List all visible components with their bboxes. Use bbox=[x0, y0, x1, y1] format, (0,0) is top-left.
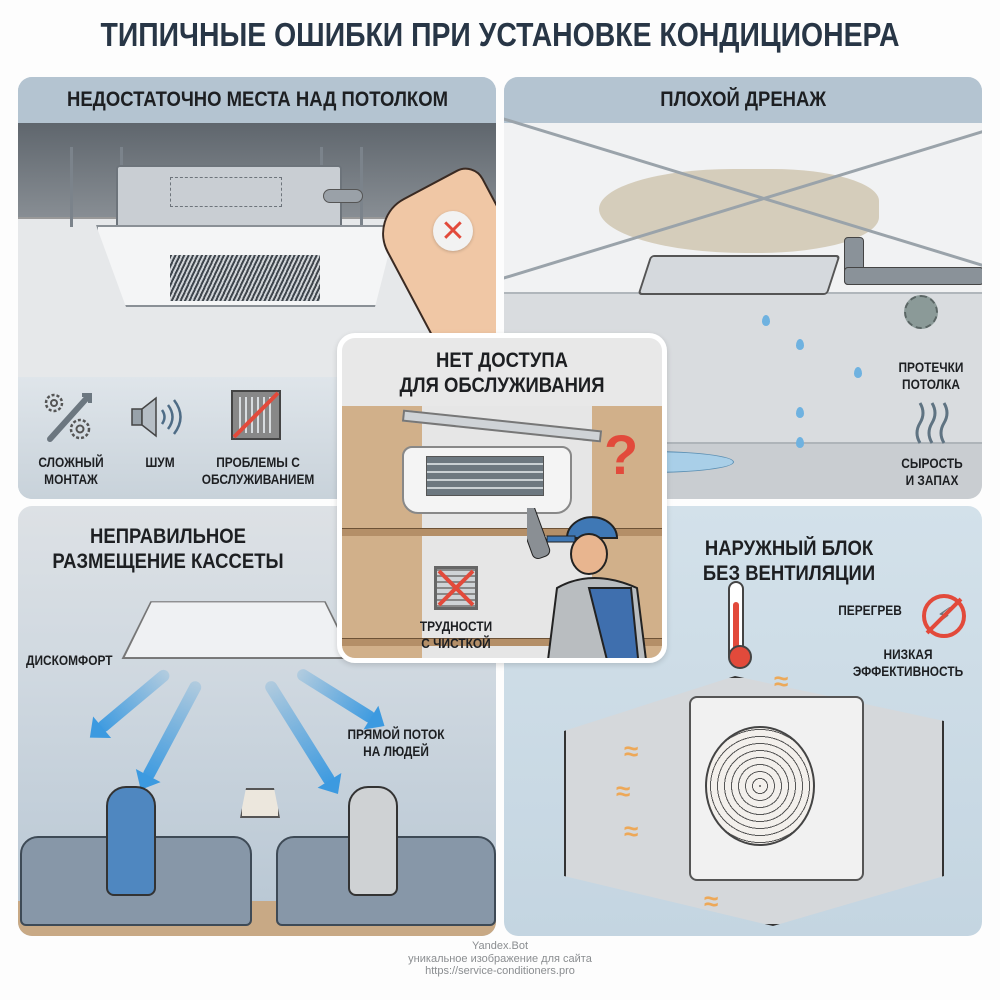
gears-wrench-icon bbox=[44, 393, 92, 442]
heat-wave-icon: ≈ bbox=[616, 776, 631, 806]
ceiling-cassette bbox=[121, 601, 355, 659]
question-mark-icon: ? bbox=[604, 423, 639, 486]
fan-grille bbox=[705, 726, 815, 846]
drain-pipe bbox=[844, 267, 982, 285]
label-discomfort: ДИСКОМФОРТ bbox=[26, 652, 113, 668]
panel-heading: НЕДОСТАТОЧНО МЕСТА НАД ПОТОЛКОМ bbox=[66, 88, 448, 111]
hanger-rod bbox=[360, 147, 363, 227]
panel-header: НЕДОСТАТОЧНО МЕСТА НАД ПОТОЛКОМ bbox=[18, 77, 496, 123]
floor-lamp bbox=[240, 788, 280, 818]
watermark-line: уникальное изображение для сайта bbox=[408, 952, 592, 965]
panel-header: ПЛОХОЙ ДРЕНАЖ bbox=[504, 77, 982, 123]
label-overheat: ПЕРЕГРЕВ bbox=[838, 602, 902, 618]
label-noise: ШУМ bbox=[145, 454, 175, 470]
cassette-unit-body bbox=[116, 165, 342, 235]
water-drop-icon bbox=[796, 339, 804, 350]
cassette-grille bbox=[170, 255, 320, 301]
water-drop-icon bbox=[854, 367, 862, 378]
drain-tray bbox=[637, 255, 841, 295]
water-drop-icon bbox=[796, 437, 804, 448]
airflow-arrow bbox=[95, 667, 172, 735]
water-drop-icon bbox=[796, 407, 804, 418]
no-power-icon: ⚡ bbox=[922, 594, 966, 638]
shelf bbox=[342, 528, 662, 536]
speaker-icon bbox=[131, 396, 182, 438]
drain-pipe bbox=[323, 189, 363, 203]
person-cold bbox=[106, 786, 156, 896]
thermometer-icon bbox=[728, 581, 752, 669]
water-drop-icon bbox=[762, 315, 770, 326]
outdoor-unit bbox=[689, 696, 864, 881]
unit-label-plate bbox=[170, 177, 282, 207]
thermometer-fill bbox=[733, 602, 739, 657]
heat-wave-icon: ≈ bbox=[704, 886, 719, 916]
heat-wave-icon: ≈ bbox=[624, 736, 639, 766]
watermark: Yandex.Bot уникальное изображение для са… bbox=[0, 940, 1000, 978]
water-stain bbox=[599, 169, 879, 253]
page-title: ТИПИЧНЫЕ ОШИБКИ ПРИ УСТАНОВКЕ КОНДИЦИОНЕ… bbox=[100, 16, 900, 53]
red-x-icon: ✕ bbox=[433, 211, 473, 251]
hanger-rod bbox=[70, 147, 73, 227]
indoor-ac-unit bbox=[402, 446, 572, 514]
watermark-line: Yandex.Bot bbox=[471, 940, 529, 952]
panel-heading: ПЛОХОЙ ДРЕНАЖ bbox=[660, 88, 826, 111]
blocked-grille-icon bbox=[231, 390, 281, 440]
watermark-url: https://service-conditioners.pro bbox=[425, 965, 575, 977]
mold-icon bbox=[904, 295, 938, 329]
red-x-icon bbox=[437, 569, 475, 607]
heat-wave-icon: ≈ bbox=[774, 666, 789, 696]
blocked-filter-icon bbox=[434, 566, 478, 610]
steam-icon bbox=[915, 402, 949, 444]
person-neck-pain bbox=[348, 786, 398, 896]
ac-filter bbox=[426, 456, 544, 496]
airflow-arrow bbox=[294, 666, 378, 725]
heat-wave-icon: ≈ bbox=[624, 816, 639, 846]
shelf bbox=[342, 638, 662, 646]
technician bbox=[527, 508, 647, 658]
